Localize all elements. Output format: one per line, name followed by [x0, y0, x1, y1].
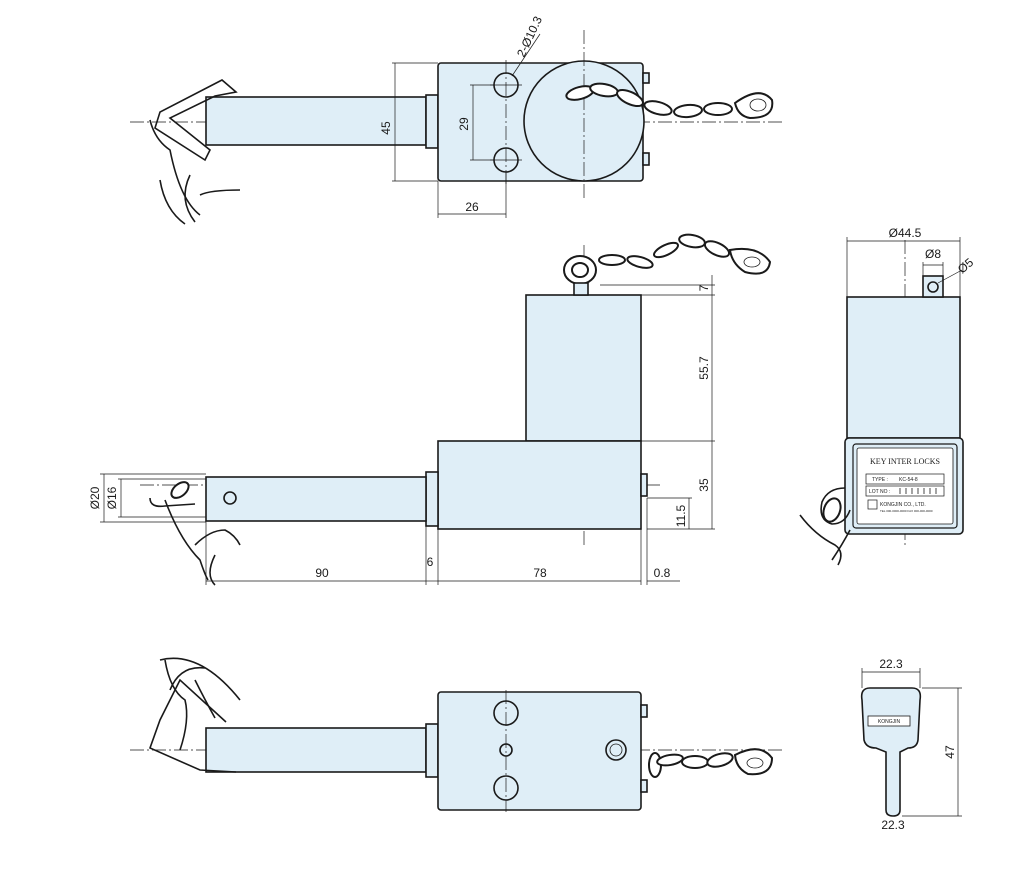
- dim-pin-diameter: Ø16: [105, 486, 119, 509]
- dim-upper-height: 55.7: [697, 356, 711, 380]
- dim-hole-offset: 26: [465, 200, 479, 214]
- dim-pin-length: 90: [315, 566, 329, 580]
- maker-logo: [867, 499, 878, 510]
- dim-hole-spacing: 29: [457, 117, 471, 131]
- dim-pin-height: 11.5: [674, 504, 688, 527]
- dim-side-width: Ø44.5: [889, 226, 922, 240]
- dim-cap-height: 7: [697, 284, 711, 291]
- dim-ring-diameter: Ø8: [925, 247, 941, 261]
- dim-key-width-bottom: 22.3: [881, 818, 905, 832]
- top-view: 45 29 26 2-Ø10.3: [130, 14, 785, 225]
- dim-key-length: 47: [943, 745, 957, 759]
- nameplate-title: KEY INTER LOCKS: [870, 457, 940, 466]
- bottom-view: [130, 657, 785, 812]
- lot-hatch: [899, 488, 937, 494]
- nameplate-maker: KONGJIN CO., LTD.: [880, 502, 926, 508]
- dim-hole-diameter: 2-Ø10.3: [514, 14, 545, 60]
- nameplate-type-label: TYPE :: [872, 477, 888, 483]
- dim-ring-hole: Ø5: [955, 255, 977, 276]
- dim-top-height: 45: [379, 121, 393, 135]
- dim-lower-height: 35: [697, 478, 711, 492]
- key-view: KONGJIN 22.3 47 22.3: [860, 657, 962, 832]
- nameplate-type-value: KC-54-8: [899, 477, 918, 483]
- chain-top: [565, 82, 774, 120]
- side-view: KEY INTER LOCKS TYPE : KC-54-8 LOT NO : …: [799, 226, 977, 566]
- dim-body-length: 78: [533, 566, 547, 580]
- dim-collar: 6: [427, 555, 434, 569]
- nameplate-maker-sub: TEL 000-0000-0000 FAX 000-000-0000: [880, 509, 933, 513]
- chain-front: [563, 233, 772, 296]
- nameplate-lot-label: LOT NO :: [869, 489, 890, 495]
- front-view: 7 55.7 35 11.5 Ø20 Ø16 90 6 78 0.8: [88, 233, 772, 586]
- dim-outer-diameter: Ø20: [88, 486, 102, 509]
- dim-key-width-top: 22.3: [879, 657, 903, 671]
- key-brand: KONGJIN: [878, 719, 901, 725]
- chain-bottom: [648, 748, 774, 778]
- dim-offset: 0.8: [654, 566, 671, 580]
